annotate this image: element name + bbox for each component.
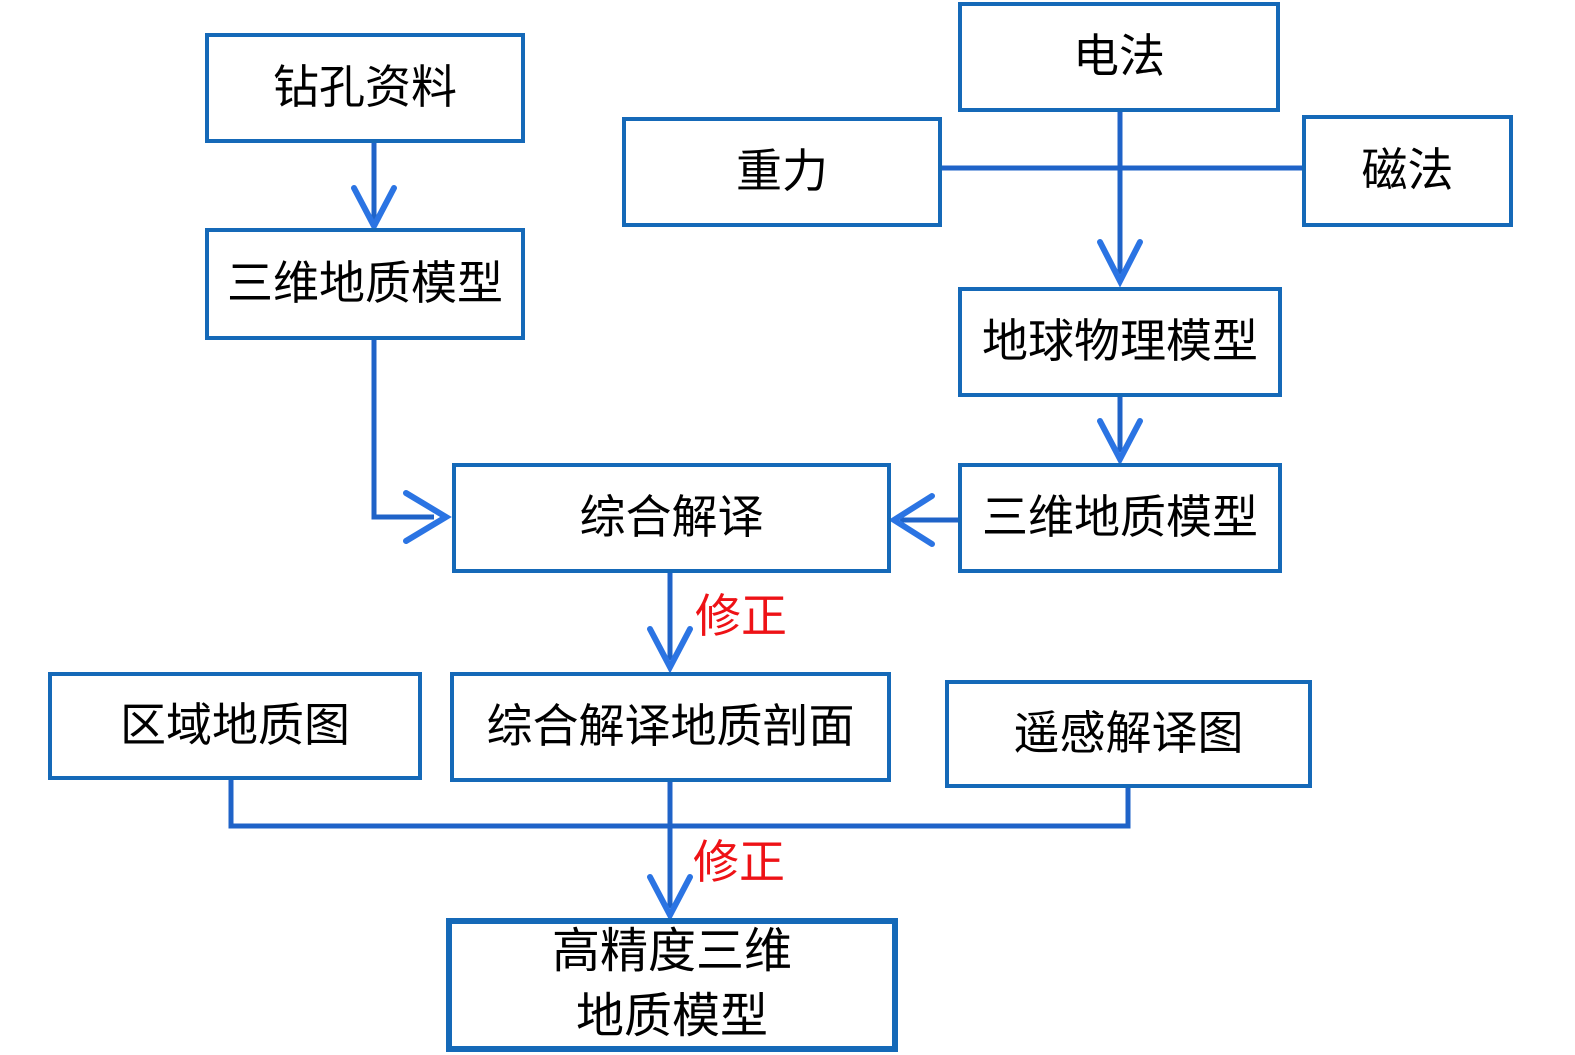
node-electrical-method: 电法	[958, 2, 1280, 112]
node-regional-geo-map: 区域地质图	[48, 672, 422, 780]
node-geo-model-left-label: 三维地质模型	[227, 258, 503, 310]
node-high-precision-model-line1: 高精度三维	[551, 925, 792, 979]
edge-label-revise-1: 修正	[695, 591, 787, 642]
node-regional-geo-map-label: 区域地质图	[120, 700, 350, 752]
node-geophysical-model: 地球物理模型	[958, 287, 1282, 397]
node-electrical-method-label: 电法	[1073, 31, 1165, 83]
node-remote-sensing-map: 遥感解译图	[945, 680, 1312, 788]
node-magnetic-method: 磁法	[1302, 115, 1513, 227]
arrowhead-integrated-to-section	[647, 626, 693, 674]
node-high-precision-model-label: 高精度三维 地质模型	[552, 920, 792, 1050]
edge-regional-to-junction	[228, 780, 670, 829]
edge-model-left-to-integrated	[371, 340, 434, 520]
arrowhead-model-right-to-integrated	[888, 493, 935, 547]
node-high-precision-model-line2: 地质模型	[575, 990, 768, 1043]
arrowhead-geophys-to-model-right	[1097, 418, 1143, 466]
node-geophysical-model-label: 地球物理模型	[982, 316, 1258, 368]
node-interpreted-section: 综合解译地质剖面	[450, 672, 891, 782]
node-remote-sensing-map-label: 遥感解译图	[1013, 708, 1244, 760]
node-integrated-interpretation-label: 综合解译	[579, 492, 764, 544]
arrowhead-model-left-to-integrated	[403, 490, 452, 544]
arrowhead-drill-to-model-left	[351, 185, 397, 233]
node-geo-model-left: 三维地质模型	[205, 228, 525, 340]
node-high-precision-model: 高精度三维 地质模型	[446, 918, 898, 1052]
node-interpreted-section-label: 综合解译地质剖面	[486, 701, 855, 753]
node-geo-model-right: 三维地质模型	[958, 463, 1282, 573]
node-drill-data: 钻孔资料	[205, 33, 525, 143]
node-drill-data-label: 钻孔资料	[273, 62, 457, 114]
node-integrated-interpretation: 综合解译	[452, 463, 891, 573]
node-geo-model-right-label: 三维地质模型	[982, 492, 1258, 544]
edge-label-revise-2: 修正	[693, 837, 785, 888]
node-gravity-method-label: 重力	[736, 146, 828, 198]
node-gravity-method: 重力	[622, 117, 942, 227]
arrowhead-section-to-final	[647, 874, 693, 922]
node-magnetic-method-label: 磁法	[1361, 145, 1454, 197]
arrowhead-electrical-to-geophys	[1097, 239, 1143, 288]
edge-remote-to-junction	[670, 788, 1131, 829]
